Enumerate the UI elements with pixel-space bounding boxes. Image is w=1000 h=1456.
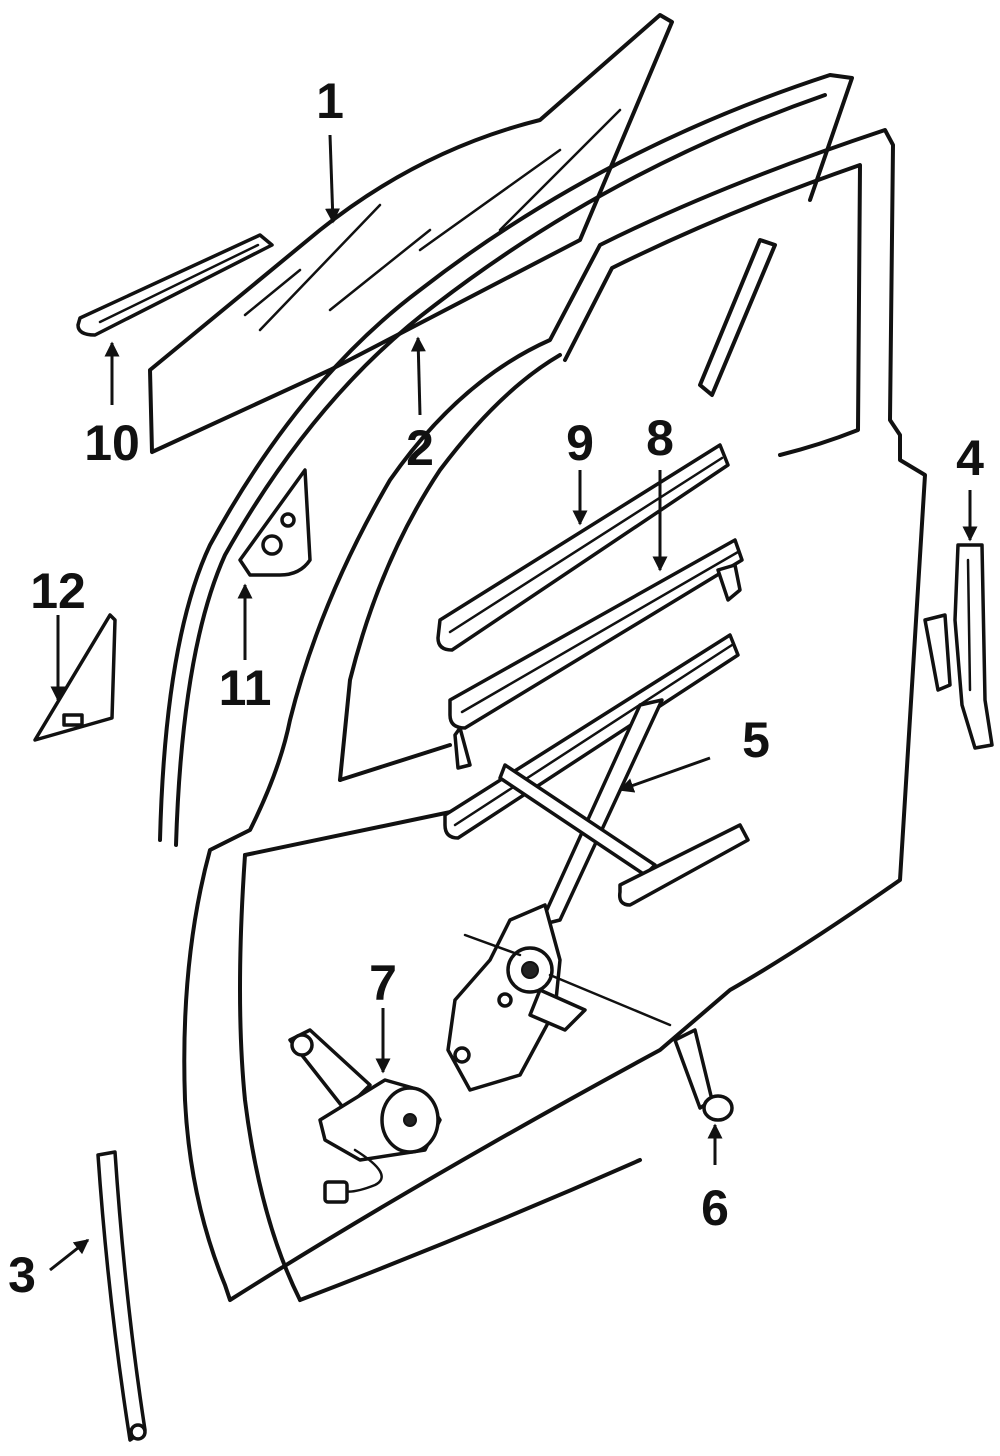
door-shell <box>182 128 927 1302</box>
callout-11: 11 <box>219 660 272 716</box>
callout-4: 4 <box>956 430 984 486</box>
outer-belt-weatherstrip <box>448 538 744 770</box>
callout-8: 8 <box>646 410 674 466</box>
leader-lines <box>49 134 978 1272</box>
inner-belt-weatherstrip <box>436 443 730 652</box>
callout-5: 5 <box>742 712 770 768</box>
front-lower-sash <box>96 1150 147 1442</box>
callout-6: 6 <box>701 1180 729 1236</box>
callout-9: 9 <box>566 415 594 471</box>
run-channel-strip <box>76 233 274 337</box>
mirror-bracket <box>238 468 312 577</box>
callout-10: 10 <box>84 415 140 471</box>
corner-garnish <box>33 613 117 742</box>
door-glass <box>148 13 674 454</box>
callout-2: 2 <box>406 420 434 476</box>
window-regulator <box>443 633 750 1092</box>
callout-labels: 1 2 3 4 5 6 7 8 9 10 11 12 <box>8 73 984 1303</box>
glass-run-frame <box>158 73 854 847</box>
window-motor <box>288 1028 442 1204</box>
callout-12: 12 <box>30 563 86 619</box>
callout-7: 7 <box>369 955 397 1011</box>
window-crank-handle <box>673 1028 734 1122</box>
callout-1: 1 <box>316 73 344 129</box>
callout-3: 3 <box>8 1247 36 1303</box>
rear-lower-sash <box>923 543 994 750</box>
